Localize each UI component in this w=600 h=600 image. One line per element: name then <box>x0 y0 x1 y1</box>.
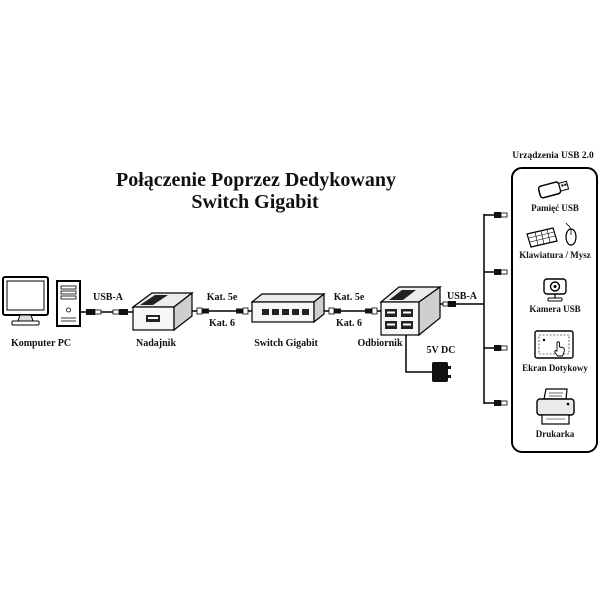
device-label-keyboard-mouse: Klawiatura / Mysz <box>519 250 591 260</box>
computer-tower-icon <box>56 280 81 327</box>
left-cat5e-label: Kat. 5e <box>207 292 238 303</box>
gigabit-switch-icon <box>250 292 326 324</box>
device-label-printer: Drukarka <box>536 429 575 439</box>
usb-right-label: USB-A <box>447 291 478 302</box>
usb-left-label: USB-A <box>93 292 124 303</box>
receiver-device-icon <box>379 285 442 337</box>
usb-cable-right <box>440 301 484 307</box>
touchscreen-icon <box>534 330 574 359</box>
usb-devices-header: Urządzenia USB 2.0 <box>512 151 594 161</box>
receiver-label: Odbiornik <box>357 338 402 349</box>
left-cat6-label: Kat. 6 <box>209 318 235 329</box>
usb-cable-left <box>80 309 133 315</box>
computer-label: Komputer PC <box>11 338 71 349</box>
transmitter-label: Nadajnik <box>136 338 176 349</box>
transmitter-device-icon <box>131 291 194 332</box>
ethernet-cable-right <box>324 307 381 315</box>
diagram-title-line2: Switch Gigabit <box>191 191 319 213</box>
printer-icon <box>536 388 575 425</box>
usb-distribution-bus <box>483 212 508 406</box>
ethernet-cable-left <box>192 307 252 315</box>
right-cat5e-label: Kat. 5e <box>334 292 365 303</box>
usb-flash-drive-icon <box>537 180 570 199</box>
switch-label: Switch Gigabit <box>254 338 318 349</box>
right-cat6-label: Kat. 6 <box>336 318 362 329</box>
device-label-touchscreen: Ekran Dotykowy <box>522 363 588 373</box>
device-label-flash: Pamięć USB <box>531 203 579 213</box>
device-label-webcam: Kamera USB <box>529 304 580 314</box>
computer-monitor-icon <box>2 276 49 326</box>
power-label: 5V DC <box>427 345 456 356</box>
mouse-icon <box>565 222 577 246</box>
keyboard-icon <box>526 227 558 248</box>
power-adapter-icon <box>405 335 451 382</box>
webcam-icon <box>543 278 567 302</box>
diagram-title-line1: Połączenie Poprzez Dedykowany <box>116 169 396 191</box>
